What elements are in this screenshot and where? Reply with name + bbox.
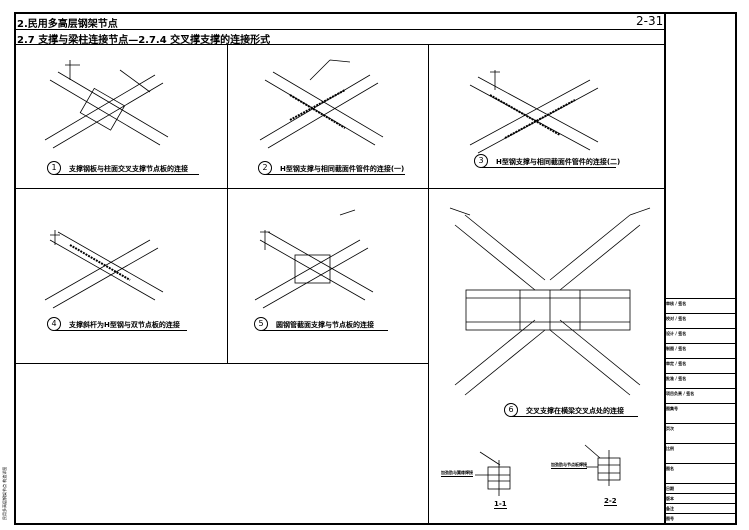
- detail-number: 4: [47, 317, 61, 331]
- caption-text: H型钢支撑与相同截面件管件的连接(二): [496, 158, 621, 166]
- divider: [14, 188, 664, 189]
- title-block-row: 备注: [664, 503, 737, 513]
- title-block-row: 设计 / 签名: [664, 328, 737, 343]
- detail-number: 2: [258, 161, 272, 175]
- title-block-row: 版本: [664, 493, 737, 503]
- title-block-row: 批准 / 签名: [664, 373, 737, 388]
- caption-text: 支撑斜杆为H型钢与双节点板的连接: [69, 321, 180, 329]
- title-block-row: 比例: [664, 443, 737, 463]
- divider: [664, 12, 666, 525]
- section-label-1-1: 1-1: [494, 500, 507, 509]
- title-block-row: 审核 / 签名: [664, 298, 737, 313]
- section-title: 2.7 支撑与梁柱连接节点—2.7.4 交叉撑支撑的连接形式: [17, 35, 271, 46]
- title-block-row: 审定 / 签名: [664, 358, 737, 373]
- detail-caption-1: 1 支撑钢板与柱面交叉支撑节点板的连接: [47, 161, 199, 175]
- detail-3-drawing: [469, 70, 599, 154]
- detail-6-drawing: [449, 207, 651, 396]
- detail-4-drawing: [44, 230, 164, 309]
- detail-5-drawing: [254, 209, 374, 309]
- detail-caption-2: 2 H型钢支撑与相同截面件管件的连接(一): [258, 161, 405, 175]
- detail-number: 3: [474, 154, 488, 168]
- divider: [14, 29, 664, 30]
- chapter-title: 2.民用多高层钢架节点: [17, 19, 118, 30]
- section-label-2-2: 2-2: [604, 497, 617, 506]
- detail-caption-4: 4 支撑斜杆为H型钢与双节点板的连接: [47, 317, 187, 331]
- detail-caption-3: 3 H型钢支撑与相同截面件管件的连接(二): [474, 154, 620, 168]
- section-2-2-drawing: [584, 444, 621, 486]
- divider: [14, 44, 664, 45]
- caption-text: H型钢支撑与相同截面件管件的连接(一): [280, 165, 405, 173]
- detail-caption-5: 5 圆钢管截面支撑与节点板的连接: [254, 317, 388, 331]
- caption-text: 支撑钢板与柱面交叉支撑节点板的连接: [69, 165, 188, 173]
- caption-text: 交叉支撑在横梁交叉点处的连接: [526, 407, 624, 415]
- section-1-1-drawing: [475, 451, 511, 496]
- title-block-row: 页次: [664, 423, 737, 443]
- title-block-row: 项目负责 / 签名: [664, 388, 737, 403]
- section-note-1: 加劲肋与翼缘焊接: [441, 470, 473, 477]
- title-block-row: 图名: [664, 463, 737, 483]
- detail-number: 6: [504, 403, 518, 417]
- detail-caption-6: 6 交叉支撑在横梁交叉点处的连接: [504, 403, 638, 417]
- title-block-row: 图号: [664, 513, 737, 525]
- title-block-row: 制图 / 签名: [664, 343, 737, 358]
- section-note-2: 加劲肋与节点板焊接: [551, 462, 587, 469]
- divider: [227, 44, 228, 363]
- page-number: 2-31: [636, 14, 664, 28]
- divider: [14, 363, 428, 364]
- divider: [428, 44, 429, 525]
- title-block-row: 校对 / 签名: [664, 313, 737, 328]
- title-block-row: 日期: [664, 483, 737, 493]
- detail-1-drawing: [44, 60, 169, 149]
- detail-number: 5: [254, 317, 268, 331]
- caption-text: 圆钢管截面支撑与节点板的连接: [276, 321, 374, 329]
- detail-2-drawing: [259, 59, 384, 149]
- sheet-border: [14, 12, 737, 525]
- detail-number: 1: [47, 161, 61, 175]
- title-block-row: 图集号: [664, 403, 737, 423]
